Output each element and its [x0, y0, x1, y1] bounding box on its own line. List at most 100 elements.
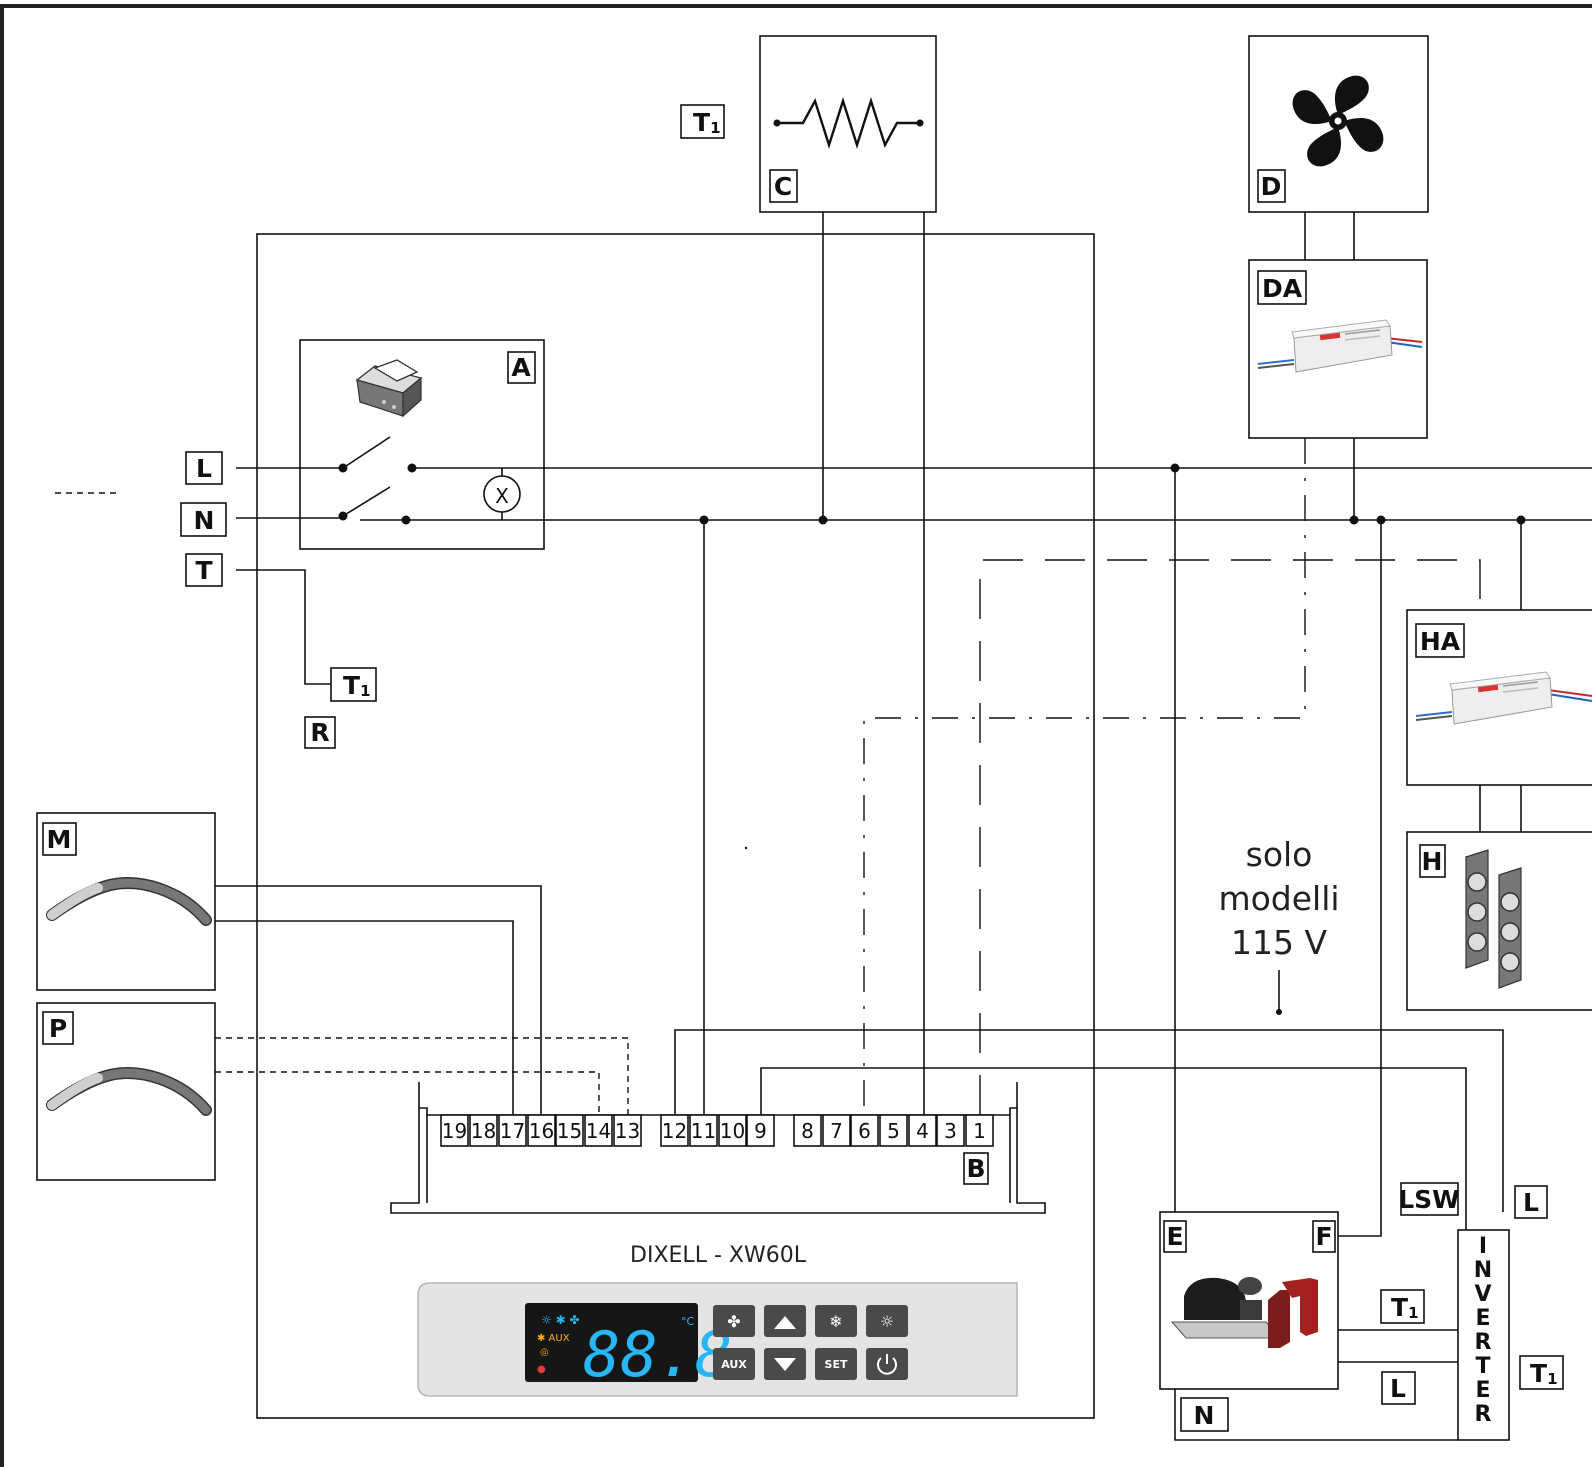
label-lsw: LSW [1398, 1185, 1460, 1214]
inverter-letter: R [1475, 1330, 1492, 1355]
light-key[interactable] [866, 1305, 908, 1337]
terminal-3 [936, 1114, 965, 1147]
terminal-10 [718, 1114, 747, 1147]
terminal-label: 7 [830, 1119, 843, 1143]
component-d-box [1248, 35, 1429, 213]
terminal-label: 9 [754, 1119, 767, 1143]
note-line3: 115 V [1231, 923, 1327, 962]
fan-key[interactable] [713, 1305, 755, 1337]
probe-icon [46, 1067, 212, 1116]
note-line2: modelli [1218, 879, 1339, 918]
terminal-15 [555, 1114, 584, 1147]
label-box-l-right [1514, 1185, 1548, 1219]
terminal-12 [660, 1114, 689, 1147]
inverter-letter: E [1475, 1306, 1490, 1331]
label-box-n-bottom [1180, 1397, 1229, 1432]
terminal-label: 5 [887, 1119, 900, 1143]
svg-text:✱ AUX: ✱ AUX [537, 1333, 570, 1344]
label-e: E [1166, 1222, 1183, 1251]
fan-key-icon: ✤ [727, 1312, 740, 1331]
inverter-letter: I [1479, 1234, 1487, 1259]
label-b: B [966, 1154, 985, 1183]
terminal-label: 17 [500, 1119, 525, 1143]
inverter-letter: R [1475, 1402, 1492, 1427]
svg-text:●: ● [537, 1364, 546, 1375]
label-d: D [1261, 172, 1282, 201]
component-a-box [299, 339, 545, 550]
label-box-lsw [1400, 1182, 1459, 1216]
label-box-t1-ground [330, 667, 377, 702]
terminal-13 [613, 1114, 642, 1147]
terminal-label: 8 [801, 1119, 814, 1143]
inverter-letter: T [1475, 1354, 1490, 1379]
label-box-d [1257, 169, 1286, 203]
label-box-r [304, 716, 336, 749]
rocker-switch-icon [355, 359, 423, 418]
label-n-bottom: N [1194, 1401, 1215, 1430]
label-box-p [42, 1011, 74, 1045]
terminal-7 [822, 1114, 851, 1147]
terminal-14 [584, 1114, 613, 1147]
terminal-16 [527, 1114, 556, 1147]
power-icon [877, 1354, 897, 1375]
label-box-t [185, 553, 223, 587]
label-box-a [507, 351, 536, 384]
inverter-letter: E [1475, 1378, 1490, 1403]
label-l-input: L [196, 454, 212, 483]
terminal-18 [469, 1114, 498, 1147]
terminal-1 [965, 1114, 994, 1147]
component-ef-box [1159, 1211, 1339, 1390]
component-c-box [759, 35, 937, 213]
set-key[interactable] [815, 1348, 857, 1380]
label-p: P [49, 1014, 67, 1043]
label-t1-ground: T1 [343, 671, 371, 700]
aux-key[interactable] [713, 1348, 755, 1380]
inverter-label: I N V E R T E R [1474, 1234, 1492, 1427]
label-box-f [1312, 1220, 1336, 1253]
label-l-bottom: L [1390, 1374, 1406, 1403]
label-box-m [42, 822, 77, 856]
display-unit: °C [681, 1315, 695, 1328]
inverter-box [1457, 1229, 1510, 1441]
label-box-c [769, 169, 798, 203]
component-da-box [1248, 259, 1428, 439]
junction-dots [338, 463, 1526, 1015]
label-box-h [1419, 844, 1446, 878]
component-m-box [36, 812, 216, 991]
terminal-label: 19 [442, 1119, 467, 1143]
terminal-label: 16 [529, 1119, 554, 1143]
defrost-key[interactable] [815, 1305, 857, 1337]
controller-bracket [390, 1082, 1046, 1214]
terminal-label: 6 [858, 1119, 871, 1143]
terminal-label: 15 [557, 1119, 582, 1143]
terminal-4 [908, 1114, 937, 1147]
led-driver-icon [1415, 671, 1592, 725]
svg-text:☼ ✱ ✤: ☼ ✱ ✤ [541, 1313, 580, 1327]
label-box-l-bottom [1381, 1371, 1416, 1405]
svg-text:◎: ◎ [540, 1347, 549, 1358]
label-t1-inverter: T1 [1530, 1359, 1558, 1388]
label-box-ha [1415, 623, 1465, 658]
terminal-5 [879, 1114, 908, 1147]
snowflake-icon: ❄ [829, 1312, 842, 1331]
note-line1: solo [1246, 835, 1313, 874]
aux-key-label: AUX [721, 1358, 747, 1371]
label-box-b [963, 1152, 989, 1185]
terminal-label: 11 [691, 1119, 716, 1143]
lamp-symbol: X [483, 475, 521, 513]
down-arrow-icon [774, 1358, 796, 1371]
terminal-label: 18 [471, 1119, 496, 1143]
component-ha-box [1406, 609, 1592, 786]
terminal-label: 14 [586, 1119, 611, 1143]
controller-model-label: DIXELL - XW60L [630, 1243, 807, 1268]
terminal-11 [689, 1114, 718, 1147]
component-h-box [1406, 831, 1592, 1011]
terminal-19 [440, 1114, 469, 1147]
dashed-wires [55, 438, 1481, 1115]
terminal-label: 4 [916, 1119, 929, 1143]
terminal-label: 12 [662, 1119, 687, 1143]
terminal-label: 10 [720, 1119, 745, 1143]
outer-frame [0, 4, 1592, 1467]
voltage-note: solo modelli 115 V [1218, 835, 1339, 962]
